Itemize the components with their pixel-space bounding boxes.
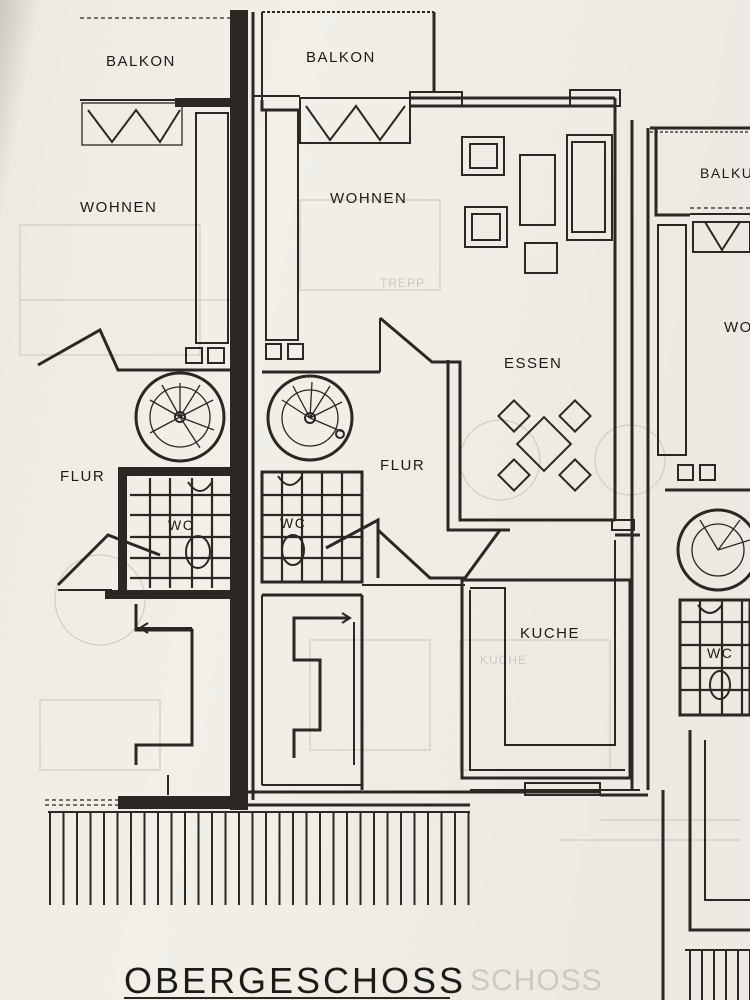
room-label-wc-left: WC xyxy=(168,517,194,533)
fence-hatching xyxy=(48,811,750,1000)
room-label-wohnen-left: WOHNEN xyxy=(80,199,157,216)
center-unit xyxy=(248,11,650,807)
room-label-flur-left: FLUR xyxy=(60,468,105,485)
ghost-text-treppe: TREPP xyxy=(380,276,425,290)
left-unit xyxy=(37,17,243,809)
plan-title: OBERGESCHOSS xyxy=(124,960,466,1000)
wc-center-tiles xyxy=(262,472,362,582)
wc-left-tiles xyxy=(130,478,230,588)
ghost-lines: TREPP KUCHE SCHOSS xyxy=(19,199,740,997)
room-label-wc-center: WC xyxy=(280,515,306,531)
room-label-balkon-left: BALKON xyxy=(106,53,176,70)
room-label-wohnen-right: WO xyxy=(724,319,750,336)
ghost-text-geschoss: SCHOSS xyxy=(470,964,603,997)
room-label-balkon-right: BALKU xyxy=(700,165,750,181)
party-wall xyxy=(230,10,248,810)
room-label-wc-right: WC xyxy=(707,645,733,661)
right-unit xyxy=(650,126,750,1000)
room-labels: BALKON BALKON BALKU WOHNEN WOHNEN WO ESS… xyxy=(60,49,750,661)
ghost-text-kuche: KUCHE xyxy=(480,653,527,667)
room-label-flur-center: FLUR xyxy=(380,457,425,474)
room-label-wohnen-center: WOHNEN xyxy=(330,190,407,207)
room-label-essen: ESSEN xyxy=(504,355,562,372)
room-label-balkon-center: BALKON xyxy=(306,49,376,66)
room-label-kuche: KUCHE xyxy=(520,625,580,642)
